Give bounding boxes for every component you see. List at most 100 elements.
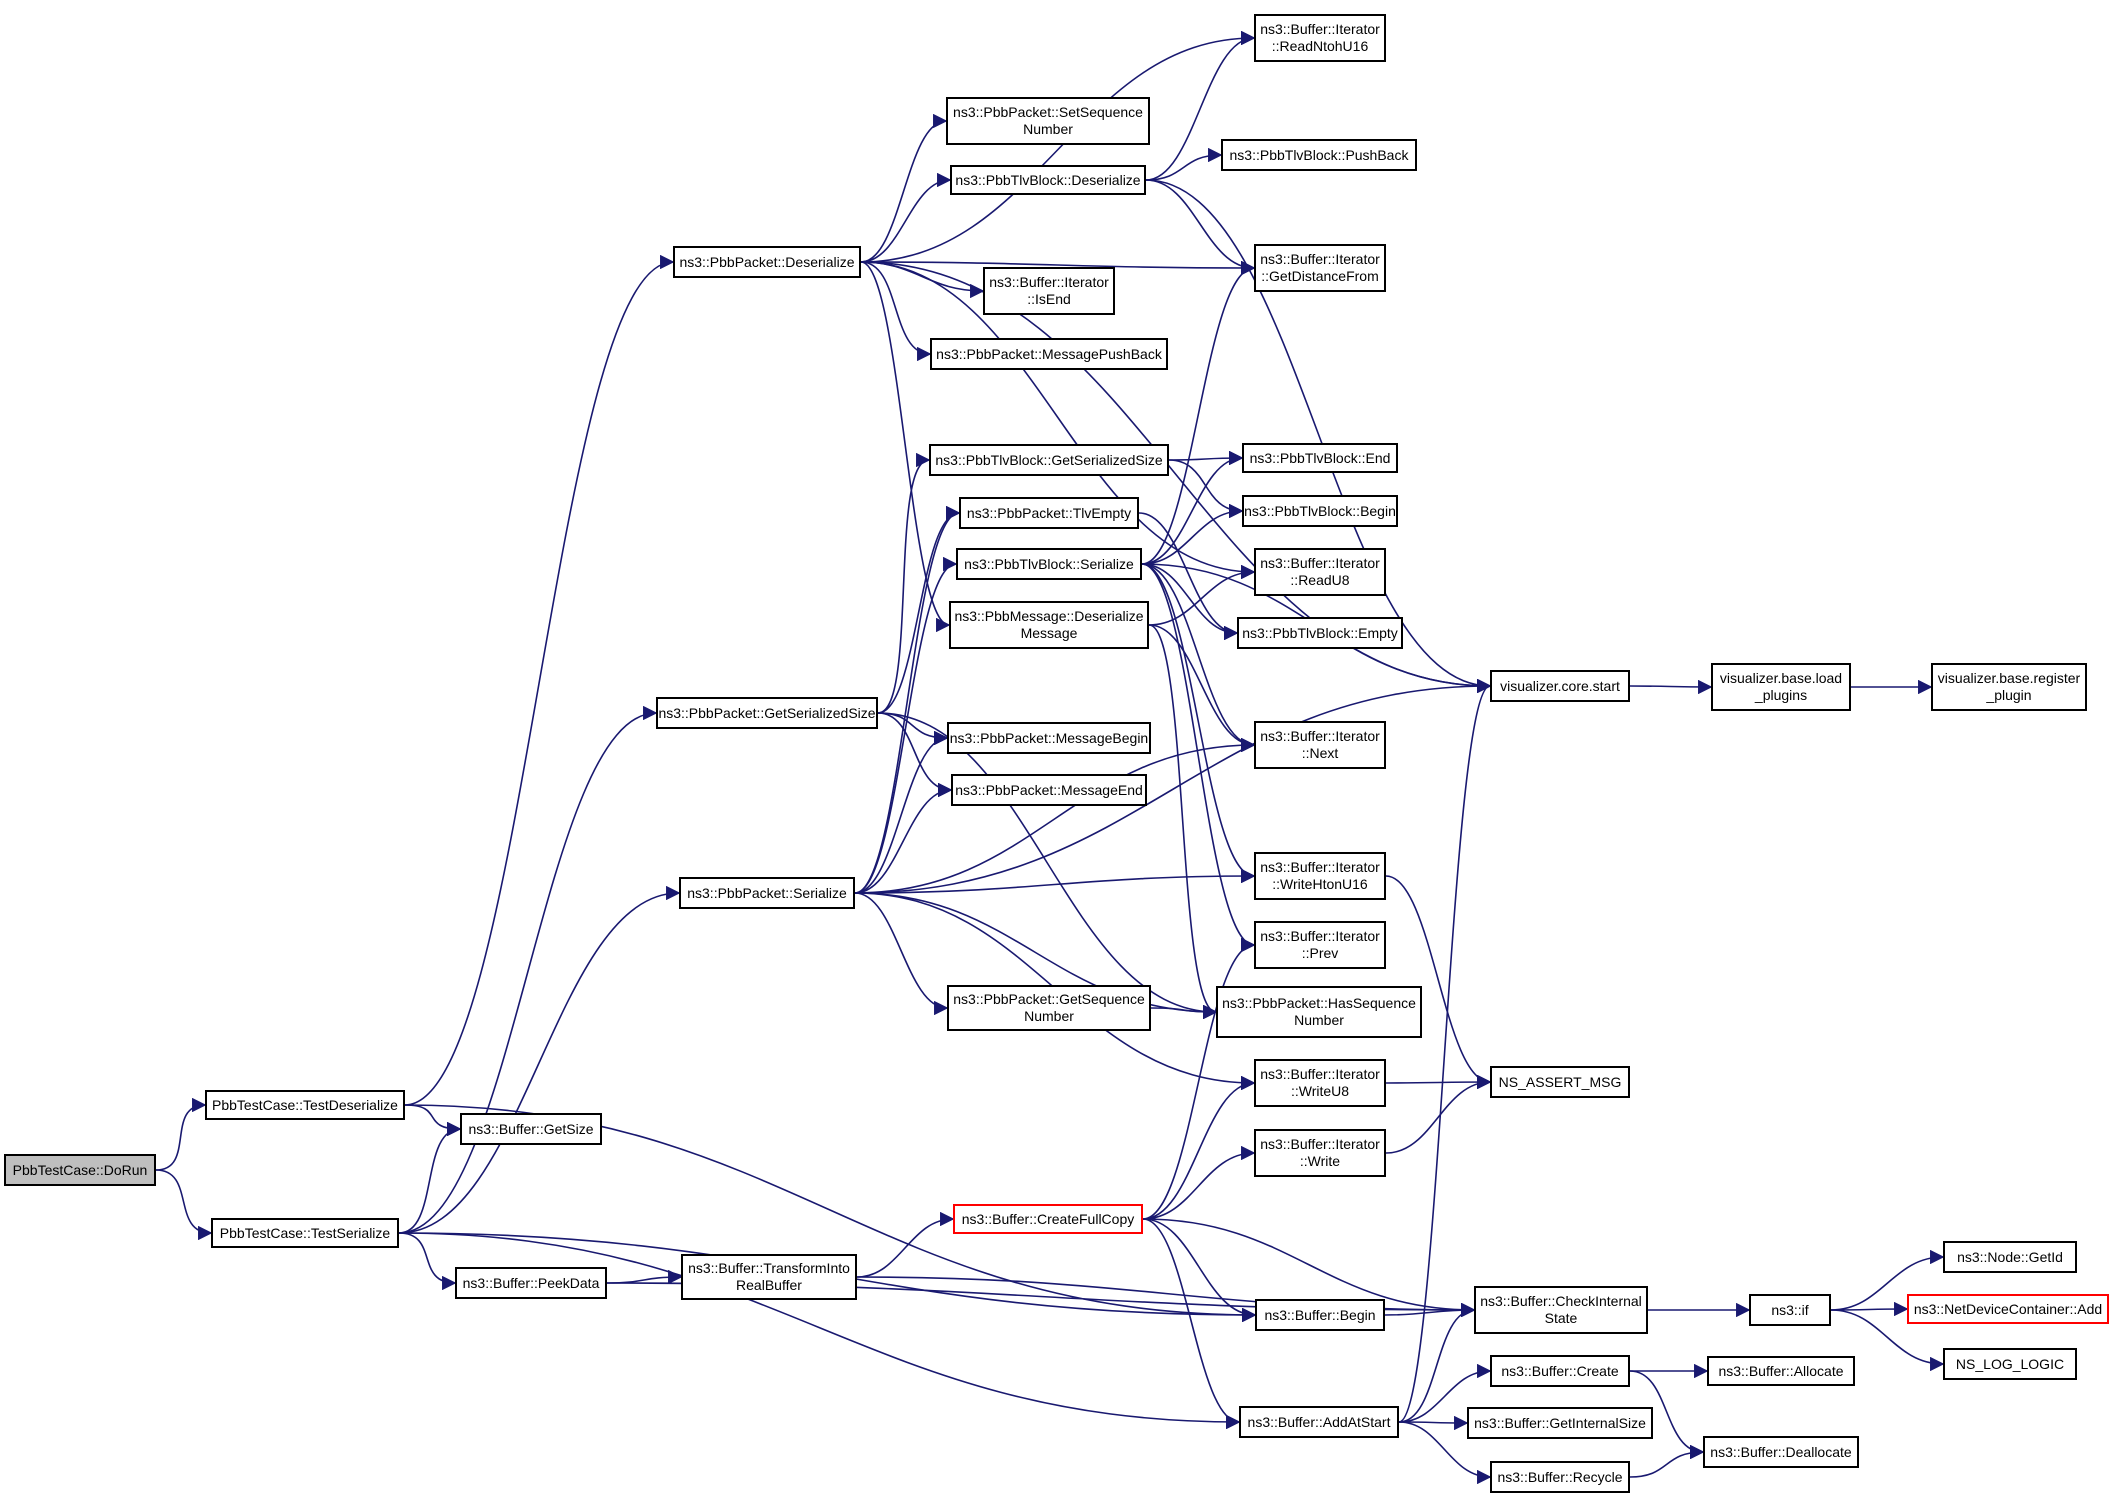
edge-pp_ser-to-bi_next	[854, 737, 1256, 894]
node-buffer-allocate[interactable]: ns3::Buffer::Allocate	[1707, 1356, 1855, 1386]
node-buffer-getinternalsize[interactable]: ns3::Buffer::GetInternalSize	[1467, 1407, 1653, 1439]
edge-buf_addatstart-to-buf_getinternalsize	[1398, 1415, 1469, 1431]
edge-buf_addatstart-to-buf_recycle	[1398, 1421, 1492, 1485]
node-buffer-deallocate[interactable]: ns3::Buffer::Deallocate	[1703, 1436, 1859, 1468]
edge-testser-to-pp_ser	[398, 885, 681, 1234]
edge-testdeser-to-buf_getsize	[404, 1104, 462, 1137]
edge-buf_transform-to-buf_createfullcopy	[856, 1211, 955, 1278]
edge-testdeser-to-pp_deser	[404, 254, 675, 1106]
edge-ns3_if-to-node_getid	[1830, 1249, 1945, 1311]
node-visualizer-base-register-plugin[interactable]: visualizer.base.register _plugin	[1931, 663, 2087, 711]
node-visualizer-base-load-plugins[interactable]: visualizer.base.load _plugins	[1711, 663, 1851, 711]
node-buffer-begin[interactable]: ns3::Buffer::Begin	[1255, 1299, 1385, 1331]
node-buffer-peekdata[interactable]: ns3::Buffer::PeekData	[455, 1267, 607, 1299]
edge-buf_addatstart-to-buf_create	[1398, 1363, 1492, 1423]
node-pbbtestcase-dorun[interactable]: PbbTestCase::DoRun	[4, 1154, 156, 1186]
edge-tlvblock_deser-to-bi_getdist	[1145, 179, 1256, 276]
node-buffer-iterator-write[interactable]: ns3::Buffer::Iterator ::Write	[1254, 1129, 1386, 1177]
edge-tlvblock_ser-to-tlvblock_empty	[1141, 563, 1239, 641]
node-buffer-iterator-readntohu16[interactable]: ns3::Buffer::Iterator ::ReadNtohU16	[1254, 14, 1386, 62]
node-buffer-recycle[interactable]: ns3::Buffer::Recycle	[1490, 1461, 1630, 1493]
edge-tlvblock_ser-to-tlvblock_end	[1141, 450, 1244, 565]
edge-vis_start-to-vis_loadplugins	[1629, 679, 1713, 695]
edge-testser-to-pp_getsersize	[398, 705, 658, 1234]
edge-pp_getsersize-to-tlvblock_getsersize	[877, 452, 931, 714]
node-buffer-iterator-next[interactable]: ns3::Buffer::Iterator ::Next	[1254, 721, 1386, 769]
node-buffer-iterator-getdistancefrom[interactable]: ns3::Buffer::Iterator ::GetDistanceFrom	[1254, 244, 1386, 292]
edge-pp_ser-to-vis_start	[854, 678, 1492, 894]
edge-buf_createfullcopy-to-bi_writeu8	[1142, 1075, 1256, 1220]
node-buffer-addatstart[interactable]: ns3::Buffer::AddAtStart	[1239, 1406, 1399, 1438]
edge-pm_deser-to-bi_readu8	[1148, 564, 1256, 626]
edge-pp_getseq-to-pp_hasseq	[1150, 1004, 1218, 1020]
edge-buf_recycle-to-buf_deallocate	[1629, 1444, 1705, 1478]
node-pbbtlvblock-empty[interactable]: ns3::PbbTlvBlock::Empty	[1237, 617, 1403, 649]
edge-buf_addatstart-to-vis_start	[1398, 679, 1492, 1423]
node-buffer-iterator-writeu8[interactable]: ns3::Buffer::Iterator ::WriteU8	[1254, 1059, 1386, 1107]
edge-buf_createfullcopy-to-bi_prev	[1142, 937, 1256, 1220]
node-pbbpacket-messagebegin[interactable]: ns3::PbbPacket::MessageBegin	[947, 722, 1151, 754]
edge-tlvblock_ser-to-tlvblock_begin	[1141, 503, 1244, 565]
edge-pp_getsersize-to-pp_hasseq	[877, 712, 1218, 1020]
node-pbbpacket-getserializedsize[interactable]: ns3::PbbPacket::GetSerializedSize	[656, 697, 878, 729]
edge-pp_tlvempty-to-tlvblock_empty	[1138, 512, 1239, 641]
node-pbbpacket-serialize[interactable]: ns3::PbbPacket::Serialize	[679, 877, 855, 909]
node-pbbpacket-messagepushback[interactable]: ns3::PbbPacket::MessagePushBack	[930, 338, 1168, 370]
node-netdevicecontainer-add[interactable]: ns3::NetDeviceContainer::Add	[1907, 1294, 2109, 1324]
node-ns-assert-msg[interactable]: NS_ASSERT_MSG	[1490, 1066, 1630, 1098]
edge-buf_peekdata-to-buf_transform	[606, 1269, 683, 1285]
edge-pp_deser-to-pm_deser	[860, 261, 951, 633]
node-pbbpacket-setsequencenumber[interactable]: ns3::PbbPacket::SetSequence Number	[946, 97, 1150, 145]
node-pbbtlvblock-serialize[interactable]: ns3::PbbTlvBlock::Serialize	[956, 548, 1142, 580]
node-buffer-iterator-readu8[interactable]: ns3::Buffer::Iterator ::ReadU8	[1254, 548, 1386, 596]
node-node-getid[interactable]: ns3::Node::GetId	[1943, 1241, 2077, 1273]
edge-tlvblock_deser-to-tlvblock_pushback	[1145, 147, 1223, 181]
node-buffer-checkinternalstate[interactable]: ns3::Buffer::CheckInternal State	[1474, 1286, 1648, 1334]
node-ns3-if[interactable]: ns3::if	[1749, 1294, 1831, 1326]
node-visualizer-core-start[interactable]: visualizer.core.start	[1490, 670, 1630, 702]
node-pbbtestcase-testserialize[interactable]: PbbTestCase::TestSerialize	[211, 1218, 399, 1248]
edge-pp_deser-to-tlvblock_deser	[860, 172, 952, 263]
edge-tlvblock_deser-to-vis_start	[1145, 179, 1492, 694]
edge-buf_createfullcopy-to-buf_begin	[1142, 1218, 1257, 1323]
node-pbbpacket-getsequencenumber[interactable]: ns3::PbbPacket::GetSequence Number	[947, 985, 1151, 1031]
node-buffer-createfullcopy[interactable]: ns3::Buffer::CreateFullCopy	[953, 1204, 1143, 1234]
edge-bi_writeu8-to-assert_msg	[1385, 1074, 1492, 1090]
edge-pp_ser-to-pp_hasseq	[854, 892, 1218, 1020]
edge-pp_ser-to-tlvblock_ser	[854, 556, 958, 894]
edge-pm_deser-to-bi_next	[1148, 624, 1256, 753]
edge-dorun-to-testser	[155, 1169, 213, 1241]
edge-pp_getsersize-to-pp_tlvempty	[877, 505, 961, 714]
node-buffer-getsize[interactable]: ns3::Buffer::GetSize	[460, 1113, 602, 1145]
edge-pm_deser-to-pp_hasseq	[1148, 624, 1218, 1020]
edge-pp_deser-to-bi_readntohu16	[860, 30, 1256, 263]
node-pbbtestcase-testdeserialize[interactable]: PbbTestCase::TestDeserialize	[205, 1090, 405, 1120]
edge-bi_write-to-assert_msg	[1385, 1074, 1492, 1154]
node-buffer-iterator-prev[interactable]: ns3::Buffer::Iterator ::Prev	[1254, 921, 1386, 969]
node-pbbpacket-deserialize[interactable]: ns3::PbbPacket::Deserialize	[673, 246, 861, 278]
node-pbbtlvblock-end[interactable]: ns3::PbbTlvBlock::End	[1242, 443, 1398, 473]
node-buffer-iterator-writehtonu16[interactable]: ns3::Buffer::Iterator ::WriteHtonU16	[1254, 852, 1386, 900]
node-pbbtlvblock-begin[interactable]: ns3::PbbTlvBlock::Begin	[1242, 495, 1398, 527]
edge-dorun-to-testdeser	[155, 1097, 207, 1171]
edge-tlvblock_deser-to-bi_readntohu16	[1145, 30, 1256, 181]
edge-ns3_if-to-ndc_add	[1830, 1301, 1909, 1317]
node-pbbpacket-tlvempty[interactable]: ns3::PbbPacket::TlvEmpty	[959, 497, 1139, 529]
edge-testser-to-buf_addatstart	[398, 1232, 1241, 1430]
node-buffer-transformintorealbuffer[interactable]: ns3::Buffer::TransformInto RealBuffer	[681, 1254, 857, 1300]
edge-ns3_if-to-ns_log_logic	[1830, 1309, 1945, 1372]
node-pbbmessage-deserializemessage[interactable]: ns3::PbbMessage::Deserialize Message	[949, 601, 1149, 649]
node-pbbpacket-hassequencenumber[interactable]: ns3::PbbPacket::HasSequence Number	[1216, 986, 1422, 1038]
edge-pp_ser-to-pp_getseq	[854, 892, 949, 1016]
node-pbbtlvblock-deserialize[interactable]: ns3::PbbTlvBlock::Deserialize	[950, 165, 1146, 195]
node-buffer-create[interactable]: ns3::Buffer::Create	[1490, 1355, 1630, 1387]
node-ns-log-logic[interactable]: NS_LOG_LOGIC	[1943, 1348, 2077, 1380]
edge-pp_deser-to-pp_msgpushback	[860, 261, 932, 362]
node-buffer-iterator-isend[interactable]: ns3::Buffer::Iterator ::IsEnd	[983, 267, 1115, 315]
node-pbbtlvblock-getserializedsize[interactable]: ns3::PbbTlvBlock::GetSerializedSize	[929, 444, 1169, 476]
node-pbbtlvblock-pushback[interactable]: ns3::PbbTlvBlock::PushBack	[1221, 139, 1417, 171]
node-pbbpacket-messageend[interactable]: ns3::PbbPacket::MessageEnd	[951, 774, 1147, 806]
edge-pp_ser-to-bi_writehtonu16	[854, 868, 1256, 894]
